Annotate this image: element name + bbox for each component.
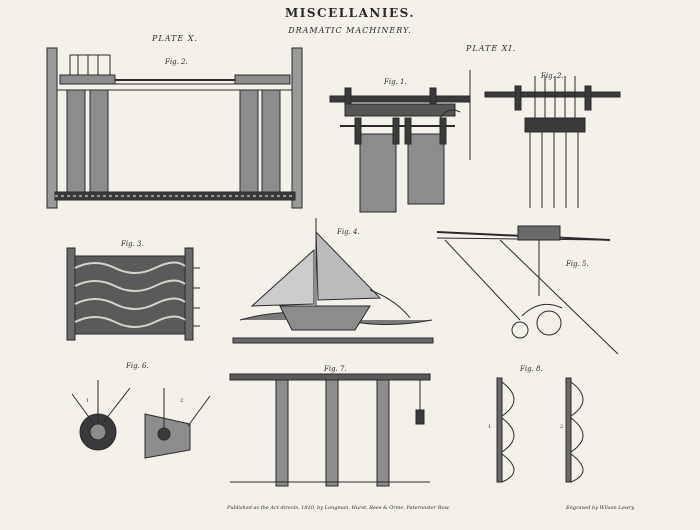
fig6-drums [71, 380, 211, 459]
plate11-fig1-machinery [329, 70, 471, 213]
fig6-part-1-label: 1 [86, 398, 90, 404]
plate11-fig2-machinery [484, 76, 621, 208]
published-credit: Published as the Act directs, 1810, by L… [227, 505, 450, 511]
plate11-fig2-caption: Fig. 2. [541, 72, 564, 80]
fig8-part-1-label: 1 [488, 424, 492, 430]
fig4-ship [232, 218, 434, 344]
page-subtitle: DRAMATIC MACHINERY. [288, 26, 412, 35]
fig7-caption: Fig. 7. [324, 365, 347, 373]
fig5-carriage [436, 225, 619, 355]
fig8-arcs [496, 377, 584, 483]
engraver-credit: Engraved by Wilson Lowry. [566, 505, 636, 511]
fig7-rollers [229, 373, 431, 487]
fig6-caption: Fig. 6. [126, 362, 149, 370]
fig4-caption: Fig. 4. [337, 228, 360, 236]
page-title: MISCELLANIES. [284, 6, 416, 20]
plate10-fig2-caption: Fig. 2. [165, 58, 188, 66]
plate-x-label: PLATE X. [152, 34, 198, 43]
fig3-caption: Fig. 3. [121, 240, 144, 248]
plate-xi-label: PLATE XI. [466, 44, 517, 53]
fig8-caption: Fig. 8. [520, 365, 543, 373]
plate11-fig1-caption: Fig. 1. [384, 78, 407, 86]
fig3-waves [66, 247, 200, 341]
fig6-part-2-label: 2 [180, 398, 184, 404]
fig8-part-2-label: 2 [560, 424, 564, 430]
plate10-fig2-machinery [46, 47, 303, 209]
fig5-caption: Fig. 5. [566, 260, 589, 268]
